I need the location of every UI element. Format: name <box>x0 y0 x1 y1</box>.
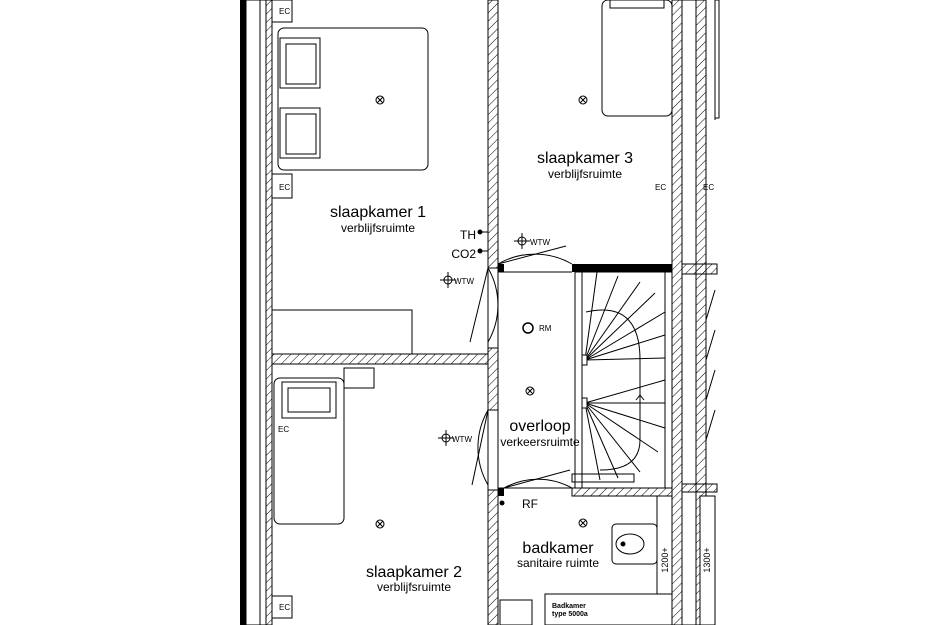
room-name-landing: overloop <box>509 418 570 435</box>
rf-label: RF <box>522 497 538 511</box>
staircase <box>574 271 673 489</box>
door-bedroom2 <box>471 409 489 486</box>
adjacent-stair <box>705 289 716 441</box>
ec-label: EC <box>278 425 289 434</box>
room-name-bedroom1: slaapkamer 1 <box>330 204 426 221</box>
room-type-bedroom2: verblijfsruimte <box>377 580 451 594</box>
exterior-wall-left <box>240 0 273 625</box>
ceiling-light-icon <box>578 518 588 528</box>
wtw-label: WTW <box>530 238 550 247</box>
ec-label: EC <box>279 603 290 612</box>
door-bedroom3 <box>497 245 573 265</box>
ec-label: EC <box>279 7 290 16</box>
dimension-label: 1200+ <box>660 547 670 572</box>
th-label: TH <box>460 228 476 242</box>
door-bathroom <box>503 469 573 489</box>
room-type-bathroom: sanitaire ruimte <box>517 556 599 570</box>
landing-walls <box>498 271 572 489</box>
ceiling-light-icons <box>375 95 588 529</box>
room-type-bedroom1: verblijfsruimte <box>341 221 415 235</box>
ec-label: EC <box>655 183 666 192</box>
sensor-dots <box>477 229 505 506</box>
ec-symbols <box>271 0 293 619</box>
room-name-bathroom: badkamer <box>522 540 594 557</box>
wtw-vent-icons <box>438 233 530 446</box>
wtw-label: WTW <box>452 435 472 444</box>
wall-bedroom1-bedroom2 <box>271 353 489 365</box>
rm-label: RM <box>539 324 552 333</box>
bath-type-label: type 5000a <box>552 611 588 618</box>
wtw-vent-icon <box>440 272 456 288</box>
bed-bedroom2 <box>273 367 375 525</box>
dimension-label: 1300+ <box>702 547 712 572</box>
ceiling-light-icon <box>525 386 535 396</box>
room-name-bedroom3: slaapkamer 3 <box>537 150 633 167</box>
room-name-bedroom2: slaapkamer 2 <box>366 564 462 581</box>
desk-bedroom1 <box>271 309 413 355</box>
wtw-label: WTW <box>454 277 474 286</box>
wtw-vent-icon <box>438 430 454 446</box>
ceiling-light-icon <box>375 95 385 105</box>
ceiling-light-icon <box>578 95 588 105</box>
bed-bedroom1 <box>277 27 429 171</box>
co2-label: CO2 <box>451 247 476 261</box>
door-bedroom1 <box>469 267 499 343</box>
bath-label: Badkamer <box>552 603 586 610</box>
ceiling-light-icon <box>375 519 385 529</box>
ec-label: EC <box>703 183 714 192</box>
wall-bedroom1-bedroom3 <box>487 0 499 625</box>
room-type-bedroom3: verblijfsruimte <box>548 167 622 181</box>
room-type-landing: verkeersruimte <box>500 435 580 449</box>
bed-bedroom3 <box>601 0 720 119</box>
smoke-detector-icon <box>522 322 534 334</box>
wall-bedroom3-stair <box>498 263 718 275</box>
wtw-vent-icon <box>514 233 530 249</box>
bathroom-fixtures <box>499 495 716 625</box>
ec-label: EC <box>279 183 290 192</box>
